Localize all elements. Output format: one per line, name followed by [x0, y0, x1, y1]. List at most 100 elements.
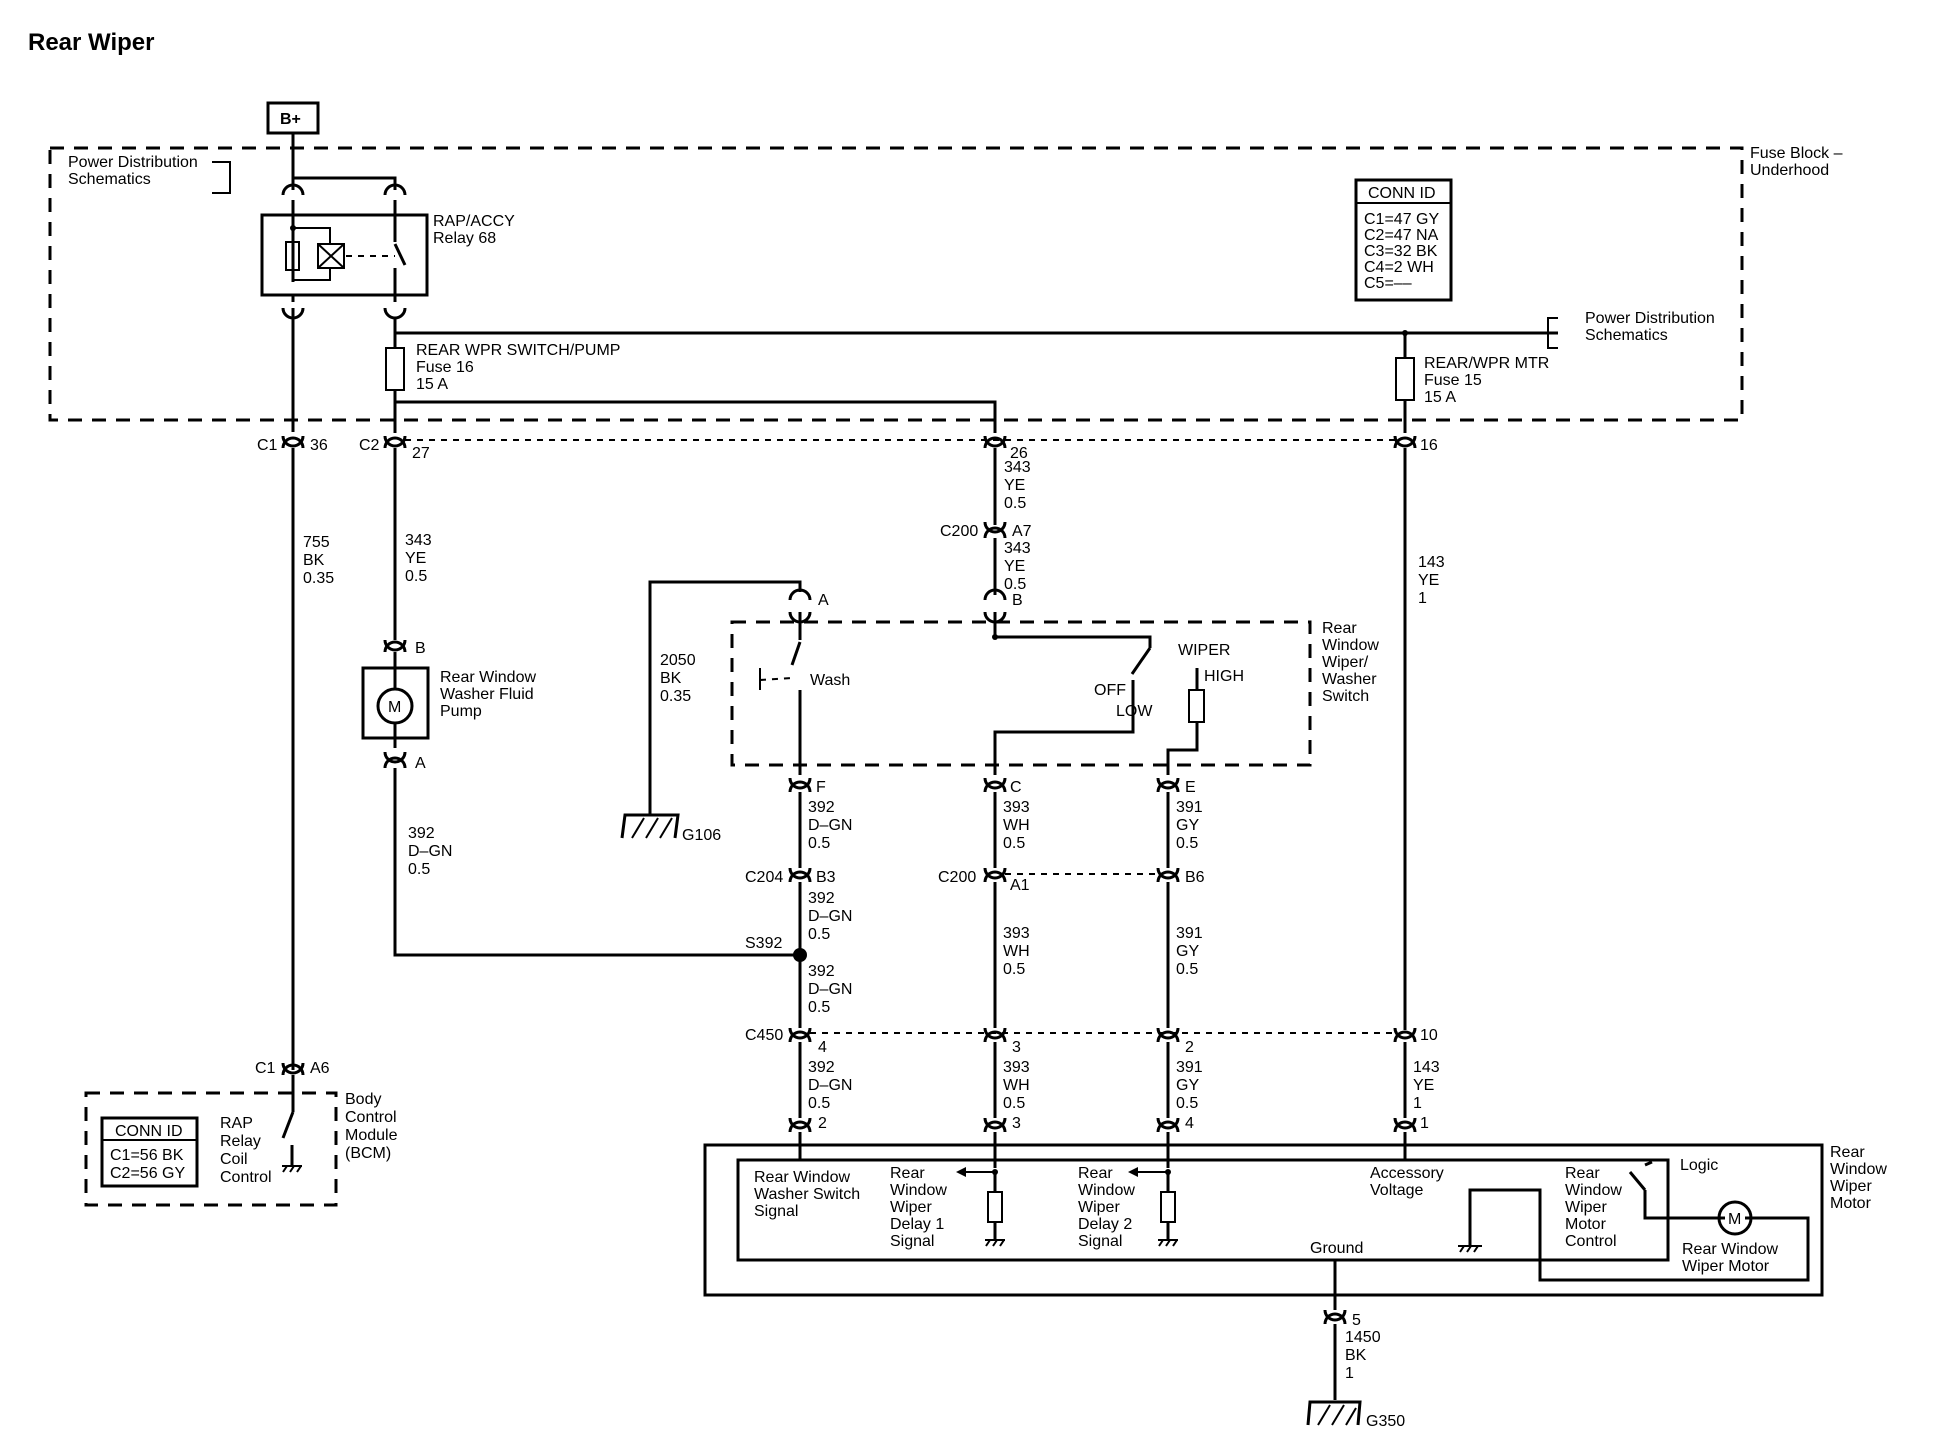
splice-s392 — [793, 948, 807, 962]
svg-text:C200: C200 — [940, 523, 978, 540]
svg-text:HIGH: HIGH — [1204, 668, 1244, 685]
svg-text:C1: C1 — [257, 437, 278, 454]
svg-text:1: 1 — [1420, 1115, 1429, 1132]
wire-2050 — [648, 580, 802, 762]
svg-text:2: 2 — [818, 1115, 827, 1132]
svg-text:E: E — [1185, 779, 1196, 796]
svg-text:4: 4 — [818, 1039, 827, 1056]
motor-module-pins — [788, 1117, 1417, 1133]
svg-text:Logic: Logic — [1680, 1157, 1718, 1174]
c450-connector — [788, 1027, 1417, 1043]
svg-text:M: M — [388, 699, 401, 716]
svg-text:Wash: Wash — [810, 672, 850, 689]
svg-text:CONN ID: CONN ID — [1368, 185, 1436, 202]
svg-text:OFF I: OFF I — [1094, 682, 1135, 699]
svg-text:C450: C450 — [745, 1027, 783, 1044]
svg-text:10: 10 — [1420, 1027, 1438, 1044]
svg-text:B3: B3 — [816, 869, 836, 886]
svg-text:F: F — [816, 779, 826, 796]
svg-text:S392: S392 — [745, 935, 782, 952]
svg-text:A6: A6 — [310, 1060, 330, 1077]
svg-text:3: 3 — [1012, 1039, 1021, 1056]
svg-text:A: A — [415, 755, 426, 772]
svg-text:A7: A7 — [1012, 523, 1032, 540]
relay-terminal-4 — [383, 307, 407, 320]
fuse-block-outputs — [281, 308, 1417, 449]
svg-text:WIPER: WIPER — [1178, 642, 1230, 659]
svg-text:4: 4 — [1185, 1115, 1194, 1132]
svg-text:B: B — [1012, 592, 1023, 609]
c204-c200-connectors — [788, 867, 1180, 883]
svg-text:G350: G350 — [1366, 1413, 1405, 1430]
diagram-title: Rear Wiper — [28, 29, 155, 56]
wiper-washer-switch-boundary — [730, 620, 1312, 767]
ground-g106: G106 — [620, 762, 721, 844]
svg-text:G106: G106 — [682, 827, 721, 844]
svg-text:27: 27 — [412, 445, 430, 462]
wiper-motor-icon — [1717, 1200, 1753, 1236]
switch-outputs — [788, 777, 1180, 793]
battery-label: B+ — [280, 111, 301, 128]
battery-source: B+ — [266, 101, 397, 185]
svg-text:A1: A1 — [1010, 877, 1030, 894]
fuse-block-name: Fuse Block –Underhood — [1750, 145, 1843, 179]
svg-text:C204: C204 — [745, 869, 783, 886]
svg-text:3: 3 — [1012, 1115, 1021, 1132]
wire-392-pump — [393, 768, 798, 957]
svg-text:C2: C2 — [359, 437, 380, 454]
wiper-selector-switch: WIPER OFF I LOW HIGH — [992, 612, 1244, 775]
svg-text:M: M — [1728, 1211, 1741, 1228]
svg-text:26: 26 — [1010, 445, 1028, 462]
svg-text:36: 36 — [310, 437, 328, 454]
fuse-16-branch — [395, 400, 997, 433]
svg-text:C: C — [1010, 779, 1022, 796]
svg-text:5: 5 — [1352, 1312, 1361, 1329]
svg-text:Ground: Ground — [1310, 1240, 1363, 1257]
wash-switch: Wash — [759, 612, 850, 775]
svg-text:B: B — [415, 640, 426, 657]
svg-text:LOW: LOW — [1116, 703, 1153, 720]
svg-text:B6: B6 — [1185, 869, 1205, 886]
svg-text:C1: C1 — [255, 1060, 276, 1077]
fuse-block-boundary — [48, 146, 1744, 422]
